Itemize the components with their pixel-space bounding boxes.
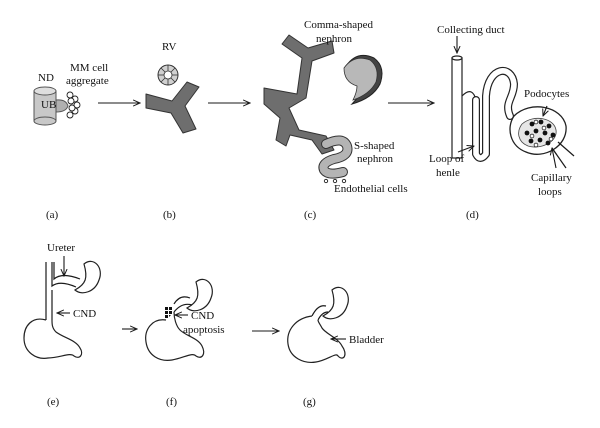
arrow-capillary-loops [552, 148, 556, 169]
label-podocytes: Podocytes [524, 88, 569, 100]
label-capillary-line2: loops [538, 186, 562, 198]
renal-vesicle [157, 64, 179, 86]
label-ureter: Ureter [47, 242, 75, 254]
panel-b: RV (b) [145, 41, 200, 221]
label-loop-line1: Loop of [429, 153, 464, 165]
cloaca-bladder-e [23, 318, 83, 359]
branched-ureteric-tree [263, 34, 335, 155]
panel-tag-b: (b) [163, 209, 176, 221]
cloaca-bladder-f [145, 311, 205, 361]
mm-cell-aggregate [66, 91, 81, 119]
label-cnd-e: CND [73, 308, 96, 320]
panel-f: CND apoptosis (f) [145, 278, 225, 408]
panel-tag-a: (a) [46, 209, 59, 221]
label-s-line1: S-shaped [354, 140, 395, 152]
ureter-g [311, 305, 329, 321]
label-nd: ND [38, 72, 54, 84]
label-comma-line1: Comma-shaped [304, 19, 374, 31]
label-s-line2: nephron [357, 153, 394, 165]
ureter-f [173, 296, 193, 313]
label-endothelial: Endothelial cells [334, 183, 408, 195]
label-comma-line2: nephron [316, 33, 353, 45]
panel-g: Bladder (g) [287, 286, 384, 408]
label-cnd-f: CND [191, 310, 214, 322]
label-ub: UB [41, 99, 56, 111]
label-apoptosis: apoptosis [183, 324, 225, 336]
loop-of-henle-tube [472, 66, 518, 162]
panel-tag-c: (c) [304, 209, 317, 221]
comma-shaped-nephron [343, 54, 383, 106]
bladder-g [287, 315, 346, 363]
panel-tag-g: (g) [303, 396, 316, 408]
panel-a: ND MM cell aggregate UB (a) [33, 62, 109, 221]
label-rv: RV [162, 41, 176, 53]
label-mm-line2: aggregate [66, 75, 109, 87]
kidney-shape-f [185, 278, 213, 312]
label-collecting-duct: Collecting duct [437, 24, 505, 36]
label-bladder: Bladder [349, 334, 384, 346]
s-shaped-nephron [318, 135, 353, 179]
capillary-open-dots [529, 119, 554, 148]
podocyte-dots [524, 119, 556, 146]
arrow-podocytes [543, 105, 547, 116]
endothelial-cells-dots [323, 178, 347, 184]
collecting-duct-tube [451, 55, 463, 159]
arrow-loop-of-henle [457, 146, 474, 153]
label-capillary-line1: Capillary [531, 172, 572, 184]
kidney-shape-g [321, 286, 349, 320]
ureteric-bud-t-stage [145, 81, 200, 134]
kidney-shape-e [73, 260, 101, 294]
panel-d: Collecting duct Podocytes Loop of henle … [429, 24, 575, 221]
panel-tag-d: (d) [466, 209, 479, 221]
panel-tag-f: (f) [166, 396, 177, 408]
nephric-duct-cylinder [33, 86, 69, 126]
label-mm-line1: MM cell [70, 62, 108, 74]
panel-c: Comma-shaped nephron S-shaped nephron En… [263, 19, 408, 221]
panel-e: Ureter CND (e) [23, 242, 101, 408]
panel-tag-e: (e) [47, 396, 60, 408]
label-loop-line2: henle [436, 167, 460, 179]
